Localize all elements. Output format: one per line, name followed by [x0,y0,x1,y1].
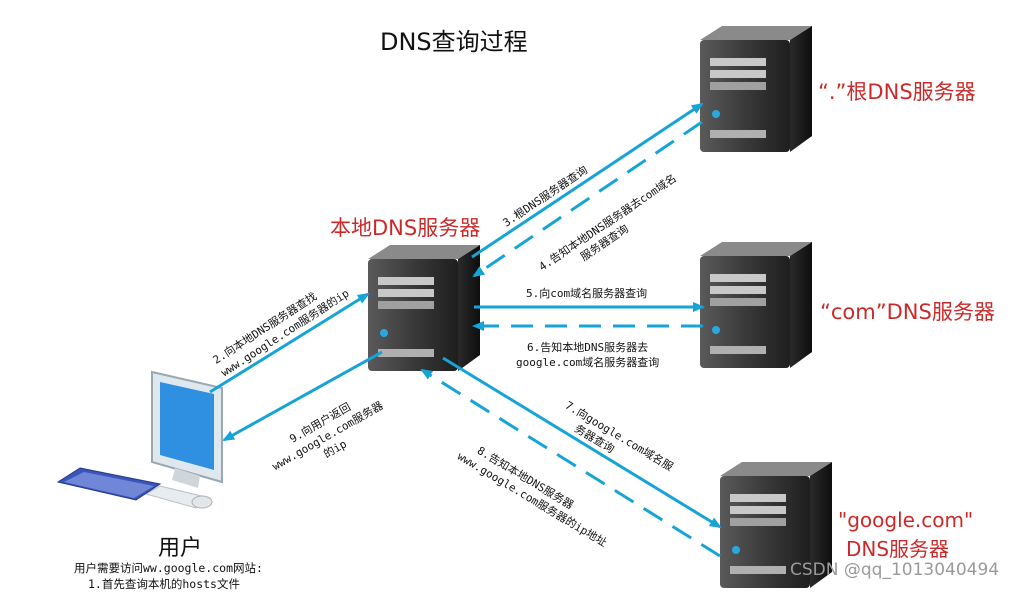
local-dns-server [368,245,480,371]
google-dns-label-line1: "google.com" [838,508,974,532]
diagram-title: DNS查询过程 [380,28,528,56]
step-5-line1: 5.向com域名服务器查询 [526,287,648,300]
arrow-step-4 [472,120,703,278]
root-dns-server [700,26,812,152]
root-dns-label: “.”根DNS服务器 [818,80,976,104]
com-dns-label: “com”DNS服务器 [820,300,995,324]
user-computer-icon [56,370,223,509]
arrow-step-2 [209,292,370,394]
arrow-step-8 [420,368,721,558]
step-6-label: 6.告知本地DNS服务器去 google.com域名服务器查询 [516,340,659,370]
step-6-line1: 6.告知本地DNS服务器去 [527,341,649,354]
arrow-step-9 [222,350,383,442]
arrow-step-7 [442,356,722,529]
step-6-line2: google.com域名服务器查询 [516,356,660,369]
watermark: CSDN @qq_1013040494 [790,560,1000,580]
user-note-line2: 1.首先查询本机的hosts文件 [88,577,240,591]
step-5-label: 5.向com域名服务器查询 [526,286,647,301]
arrow-step-3 [471,102,704,259]
com-dns-server [700,242,812,368]
google-dns-label-line2: DNS服务器 [846,537,950,561]
local-dns-label: 本地DNS服务器 [330,216,481,240]
user-label: 用户 [158,536,203,561]
user-note-line1: 用户需要访问ww.google.com网站: [74,561,263,575]
